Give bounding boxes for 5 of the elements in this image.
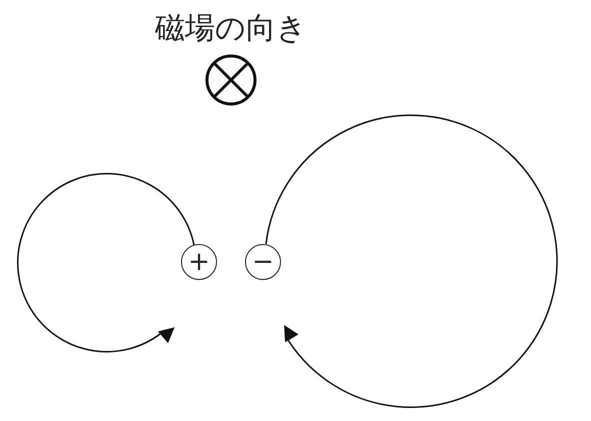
trajectory-arrow [265,114,558,408]
trajectory-arrow [17,173,195,352]
positive-charge-circle: + [181,244,217,280]
negative-charge-circle: − [245,244,281,280]
field-direction-label: 磁場の向き [155,10,307,48]
